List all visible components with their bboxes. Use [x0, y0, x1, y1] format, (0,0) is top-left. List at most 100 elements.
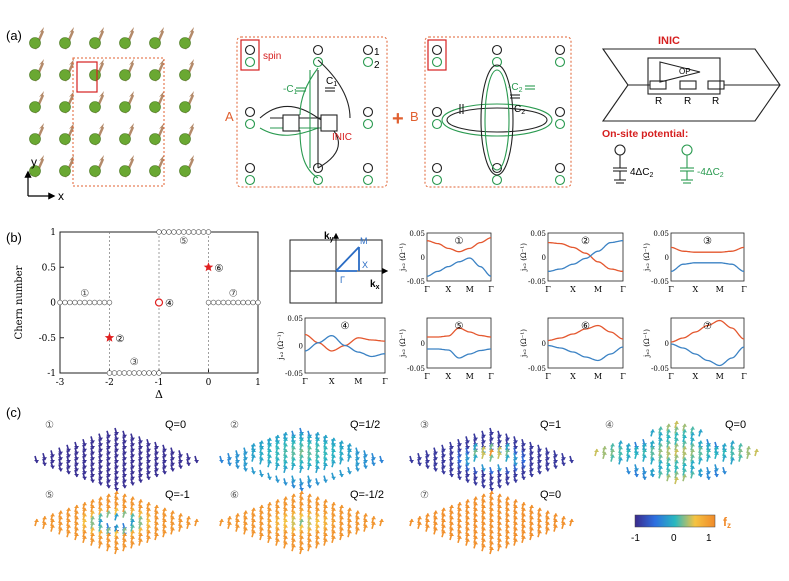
- spin-arrow-head: [610, 443, 615, 447]
- spin-arrow-head: [489, 476, 494, 480]
- spin-arrow-head: [243, 462, 248, 466]
- node-2: [244, 174, 256, 186]
- spin-arrow-head: [473, 530, 478, 534]
- spin-arrow-head: [50, 465, 55, 469]
- chern-point: [82, 299, 88, 306]
- spin-arrow-head: [473, 541, 478, 545]
- spin-arrow-head: [283, 460, 288, 464]
- chern-point: [210, 299, 217, 306]
- spin-arrow-head: [122, 446, 127, 449]
- chern-point: [101, 299, 108, 306]
- spin-arrow-head: [481, 474, 486, 477]
- spin-arrow-head: [138, 468, 143, 472]
- spin-arrow-head: [219, 519, 224, 522]
- spin-arrow-head: [122, 462, 127, 466]
- spin-arrow-head: [315, 502, 320, 506]
- spin-arrow-head: [347, 519, 352, 522]
- spin-arrow-head: [186, 516, 191, 520]
- spin-arrow-head: [299, 432, 304, 436]
- spin-arrow-head: [730, 440, 735, 444]
- spin-arrow-head: [730, 457, 735, 461]
- band-line-2: [547, 240, 623, 273]
- spin-arrow-head: [122, 451, 127, 455]
- spin-arrow-head: [98, 443, 103, 447]
- spin-arrow-head: [674, 460, 679, 464]
- spin-arrow-head: [545, 462, 550, 466]
- spin-arrow-head: [323, 440, 328, 444]
- spin-arrow-head: [666, 440, 671, 444]
- band-x-tick-label: X: [570, 372, 576, 381]
- onsite-neg-label: -4ΔC2: [697, 167, 724, 179]
- spin-arrow-head: [90, 479, 95, 483]
- spin-arrow-head: [553, 460, 558, 463]
- spin-arrow-head: [489, 502, 494, 506]
- spin-arrow-head: [355, 510, 360, 514]
- spin-site: [179, 27, 195, 50]
- spin-arrow-head: [561, 521, 566, 525]
- spin-arrow-head: [473, 524, 478, 528]
- spin-arrow-head: [513, 510, 518, 514]
- spin-arrow-head: [513, 474, 518, 477]
- spin-arrow-head: [98, 513, 103, 517]
- spin-arrow-head: [66, 524, 71, 528]
- spin-arrow-head: [618, 457, 623, 461]
- band-y-tick-label: 0: [665, 340, 669, 348]
- spin-arrow-head: [114, 496, 119, 500]
- chern-point: [200, 229, 207, 235]
- spin-arrow-head: [66, 530, 71, 534]
- spin-arrow-head: [449, 451, 454, 455]
- spin-arrow-head: [363, 519, 368, 522]
- band-line-2: [547, 344, 624, 362]
- spin-arrow-head: [106, 446, 111, 449]
- spin-arrow-head: [114, 488, 119, 491]
- band-y-tick-label: 0.05: [409, 230, 425, 238]
- spin-arrow-head: [465, 538, 470, 542]
- spin-arrow-head: [307, 463, 312, 466]
- band-y-tick-label: -0.05: [651, 278, 669, 286]
- spin-arrow-head: [66, 454, 71, 458]
- spin-arrow-head: [489, 535, 494, 539]
- band-x-tick-label: Γ: [620, 372, 626, 381]
- spin-arrow-head: [497, 516, 502, 520]
- spin-arrow-head: [267, 476, 272, 480]
- band-x-tick-label: X: [329, 377, 335, 386]
- label-c1: C1: [326, 76, 337, 88]
- spin-arrow-head: [154, 516, 159, 520]
- spin-arrow-head: [666, 474, 671, 478]
- spin-arrow-head: [291, 538, 296, 542]
- spin-arrow-head: [323, 457, 328, 461]
- spin-arrow-head: [283, 482, 288, 486]
- band-x-tick-label: M: [716, 372, 724, 381]
- spin-arrow-head: [521, 460, 526, 463]
- spin-arrow-head: [275, 463, 280, 466]
- band-x-tick-label: X: [445, 372, 451, 381]
- spin-arrow-head: [178, 519, 183, 522]
- band-y-tick-label: -0.05: [407, 365, 425, 373]
- spin-arrow-head: [505, 502, 510, 506]
- spin-arrow-head: [219, 460, 224, 463]
- spin-arrow-head: [82, 524, 87, 528]
- spin-arrow-head: [513, 440, 518, 444]
- spin-arrow-head: [138, 527, 143, 531]
- spin-arrow-head: [626, 454, 631, 458]
- spin-arrow-head: [315, 443, 320, 447]
- spin-arrow-head: [130, 443, 135, 447]
- spin-arrow-head: [481, 468, 486, 472]
- spin-arrow-head: [283, 535, 288, 539]
- spin-arrow-head: [243, 516, 248, 520]
- spin-arrow-head: [98, 437, 103, 441]
- spin-arrow-head: [347, 454, 352, 458]
- spin-arrow-head: [347, 524, 352, 528]
- spin-arrow-head: [267, 449, 272, 452]
- spin-arrow-head: [339, 527, 344, 531]
- spin-arrow-head: [642, 449, 647, 452]
- spin-arrow-head: [299, 491, 304, 494]
- spin-arrow-head: [505, 524, 510, 528]
- spin-arrow-head: [457, 471, 462, 475]
- spin-arrow-head: [323, 446, 328, 450]
- spin-arrow-head: [106, 468, 111, 472]
- spin-arrow-head: [441, 448, 446, 452]
